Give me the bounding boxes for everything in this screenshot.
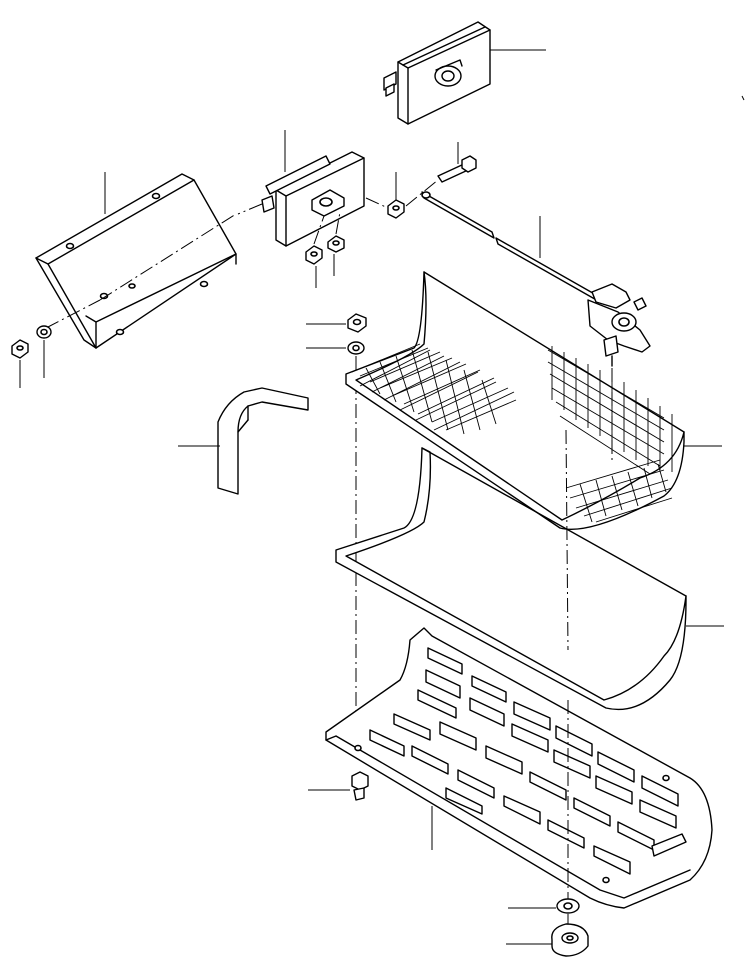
rubber-seal-block	[217, 387, 309, 495]
cover-plate-with-latch	[261, 151, 365, 247]
bracket-panel	[35, 173, 237, 349]
washer-bottom	[556, 898, 580, 914]
nut-stud-small	[305, 235, 345, 265]
bolt-bottom	[351, 771, 369, 801]
scan-mark	[741, 95, 745, 101]
nut-right	[387, 199, 405, 219]
small-cover-plate	[383, 21, 491, 125]
nut-center	[347, 313, 367, 333]
washer-center	[347, 341, 365, 355]
centerline	[405, 179, 439, 207]
rod	[421, 191, 601, 303]
grommet-bottom	[551, 923, 589, 957]
centerline	[365, 197, 389, 209]
centerline	[99, 213, 237, 301]
bolt	[437, 155, 477, 183]
centerline	[313, 215, 325, 245]
centerline	[565, 429, 569, 651]
washer-left	[36, 325, 52, 339]
outer-tray-panel	[335, 447, 687, 711]
inner-mesh-screen	[345, 271, 685, 531]
centerline	[45, 299, 101, 329]
nut-left	[11, 339, 29, 359]
perforated-floor-grille	[325, 627, 713, 909]
latch-assembly	[587, 283, 651, 367]
centerline	[335, 211, 341, 235]
centerline	[237, 203, 263, 215]
